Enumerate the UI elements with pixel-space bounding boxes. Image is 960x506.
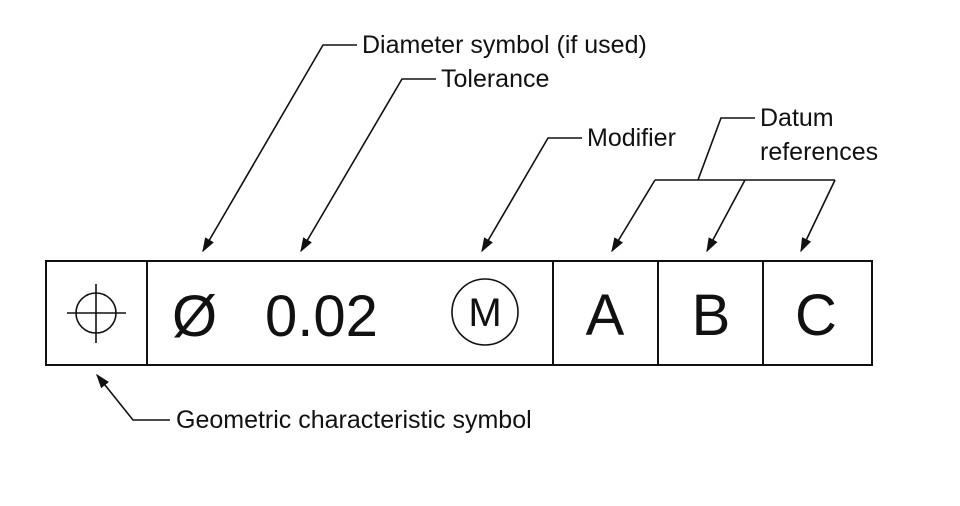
label-datum-line2: references (760, 138, 878, 166)
frame-outline (45, 260, 873, 366)
diameter-symbol: Ø (172, 284, 217, 349)
label-modifier: Modifier (587, 124, 676, 152)
leader-geometric (96, 373, 170, 421)
circle-icon (451, 278, 519, 346)
control-frame (45, 260, 873, 366)
leader-datum-references (611, 117, 836, 253)
modifier-letter: M (468, 291, 501, 335)
label-diameter: Diameter symbol (if used) (362, 31, 647, 59)
leader-tolerance (300, 78, 436, 253)
datum-a: A (586, 283, 625, 348)
leader-diameter (202, 44, 357, 253)
label-geometric: Geometric characteristic symbol (176, 406, 532, 434)
leader-modifier (481, 137, 582, 253)
label-tolerance: Tolerance (441, 65, 549, 93)
modifier-symbol: M (451, 278, 519, 346)
datum-b: B (692, 283, 731, 348)
datum-c: C (795, 283, 837, 348)
label-datum-line1: Datum (760, 104, 834, 132)
tolerance-value: 0.02 (265, 284, 378, 349)
position-icon (67, 284, 126, 343)
